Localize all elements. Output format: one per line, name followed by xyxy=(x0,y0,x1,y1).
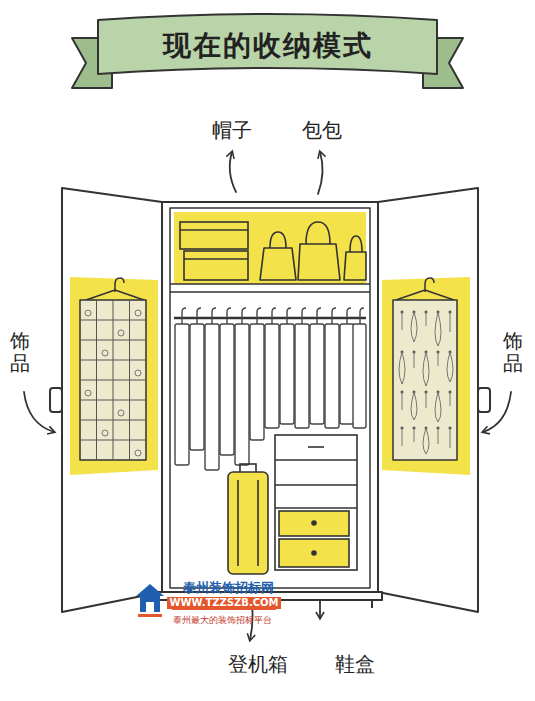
clothes xyxy=(280,324,294,424)
watermark-logo xyxy=(146,602,154,612)
clothes xyxy=(250,324,264,440)
right-door xyxy=(402,392,450,422)
hat-box xyxy=(180,222,248,280)
leader-arrow xyxy=(318,152,323,194)
right-door xyxy=(401,311,452,430)
watermark-logo xyxy=(138,614,162,617)
left-door xyxy=(80,300,146,460)
right-door xyxy=(402,312,450,346)
clothes xyxy=(325,324,339,428)
clothes xyxy=(235,324,249,465)
clothes xyxy=(174,317,366,319)
watermark-url: WWW.TZZSZB.COM xyxy=(167,597,280,609)
title-text: 现在的收纳模式 xyxy=(163,29,373,63)
cabinet-body xyxy=(158,202,382,608)
part-label: 包包 xyxy=(302,118,342,142)
leader-arrow xyxy=(230,152,236,192)
left-door xyxy=(135,450,141,456)
left-door xyxy=(80,300,146,460)
cabinet-body xyxy=(170,284,370,292)
left-door xyxy=(86,290,144,300)
bag xyxy=(260,248,296,280)
right-door xyxy=(378,188,478,612)
clothes xyxy=(265,324,279,428)
drawer-unit xyxy=(312,521,316,525)
cabinet-body xyxy=(174,212,366,284)
right-door xyxy=(478,388,490,412)
clothes xyxy=(182,308,364,324)
part-label: 饰品 xyxy=(503,330,523,374)
drawer-unit xyxy=(279,511,349,536)
leader-arrow xyxy=(24,152,511,640)
right-door xyxy=(399,352,453,386)
drawer-unit xyxy=(308,446,324,448)
left-door xyxy=(50,188,162,612)
left-door xyxy=(118,330,124,336)
suitcase xyxy=(228,472,268,574)
bag xyxy=(298,244,340,280)
suitcase xyxy=(238,480,258,566)
left-door xyxy=(80,320,146,440)
bag xyxy=(350,236,362,252)
hat-box xyxy=(180,222,248,249)
bag xyxy=(306,222,330,244)
watermark-slogan: 泰州最大的装饰招标平台 xyxy=(173,615,272,626)
left-door xyxy=(118,410,124,416)
drawer-unit xyxy=(275,435,357,570)
right-door xyxy=(399,312,453,454)
drawer-unit xyxy=(275,460,357,508)
left-door xyxy=(50,388,62,412)
drawer-unit xyxy=(312,551,316,555)
left-door xyxy=(62,188,162,612)
title-ribbon xyxy=(72,14,463,88)
cabinet-body xyxy=(162,202,378,592)
right-door xyxy=(396,290,454,300)
title-ribbon xyxy=(98,14,437,74)
clothes xyxy=(175,324,189,465)
clothes xyxy=(295,324,309,428)
left-door xyxy=(85,310,91,316)
clothes xyxy=(205,324,219,470)
clothes xyxy=(190,324,204,450)
bag xyxy=(260,222,366,280)
hat-box xyxy=(184,258,248,260)
left-door xyxy=(135,310,141,316)
clothes xyxy=(310,324,324,424)
clothes xyxy=(220,324,234,455)
left-door xyxy=(70,277,158,475)
part-label: 登机箱 xyxy=(228,652,288,676)
watermark-text: 泰州装饰招标网 xyxy=(183,580,274,596)
right-door xyxy=(393,300,457,460)
clothes xyxy=(340,324,354,424)
drawer-unit xyxy=(275,435,357,570)
left-door xyxy=(102,350,108,356)
bag xyxy=(344,252,366,280)
right-door xyxy=(402,428,450,454)
bag xyxy=(270,232,286,248)
hat-box xyxy=(180,229,248,231)
part-label: 鞋盒 xyxy=(335,652,375,676)
cabinet-body xyxy=(170,208,370,588)
suitcase xyxy=(228,464,268,574)
left-door xyxy=(102,430,108,436)
left-door xyxy=(85,390,91,396)
watermark-logo xyxy=(140,596,160,612)
drawer-unit xyxy=(279,539,349,567)
right-door xyxy=(382,277,470,475)
clothes xyxy=(353,324,366,428)
hat-box xyxy=(184,251,248,280)
right-door xyxy=(378,188,490,612)
watermark-logo xyxy=(136,584,164,596)
part-label: 饰品 xyxy=(10,330,30,374)
part-label: 帽子 xyxy=(212,118,252,142)
left-door xyxy=(85,310,141,456)
left-door xyxy=(135,370,141,376)
